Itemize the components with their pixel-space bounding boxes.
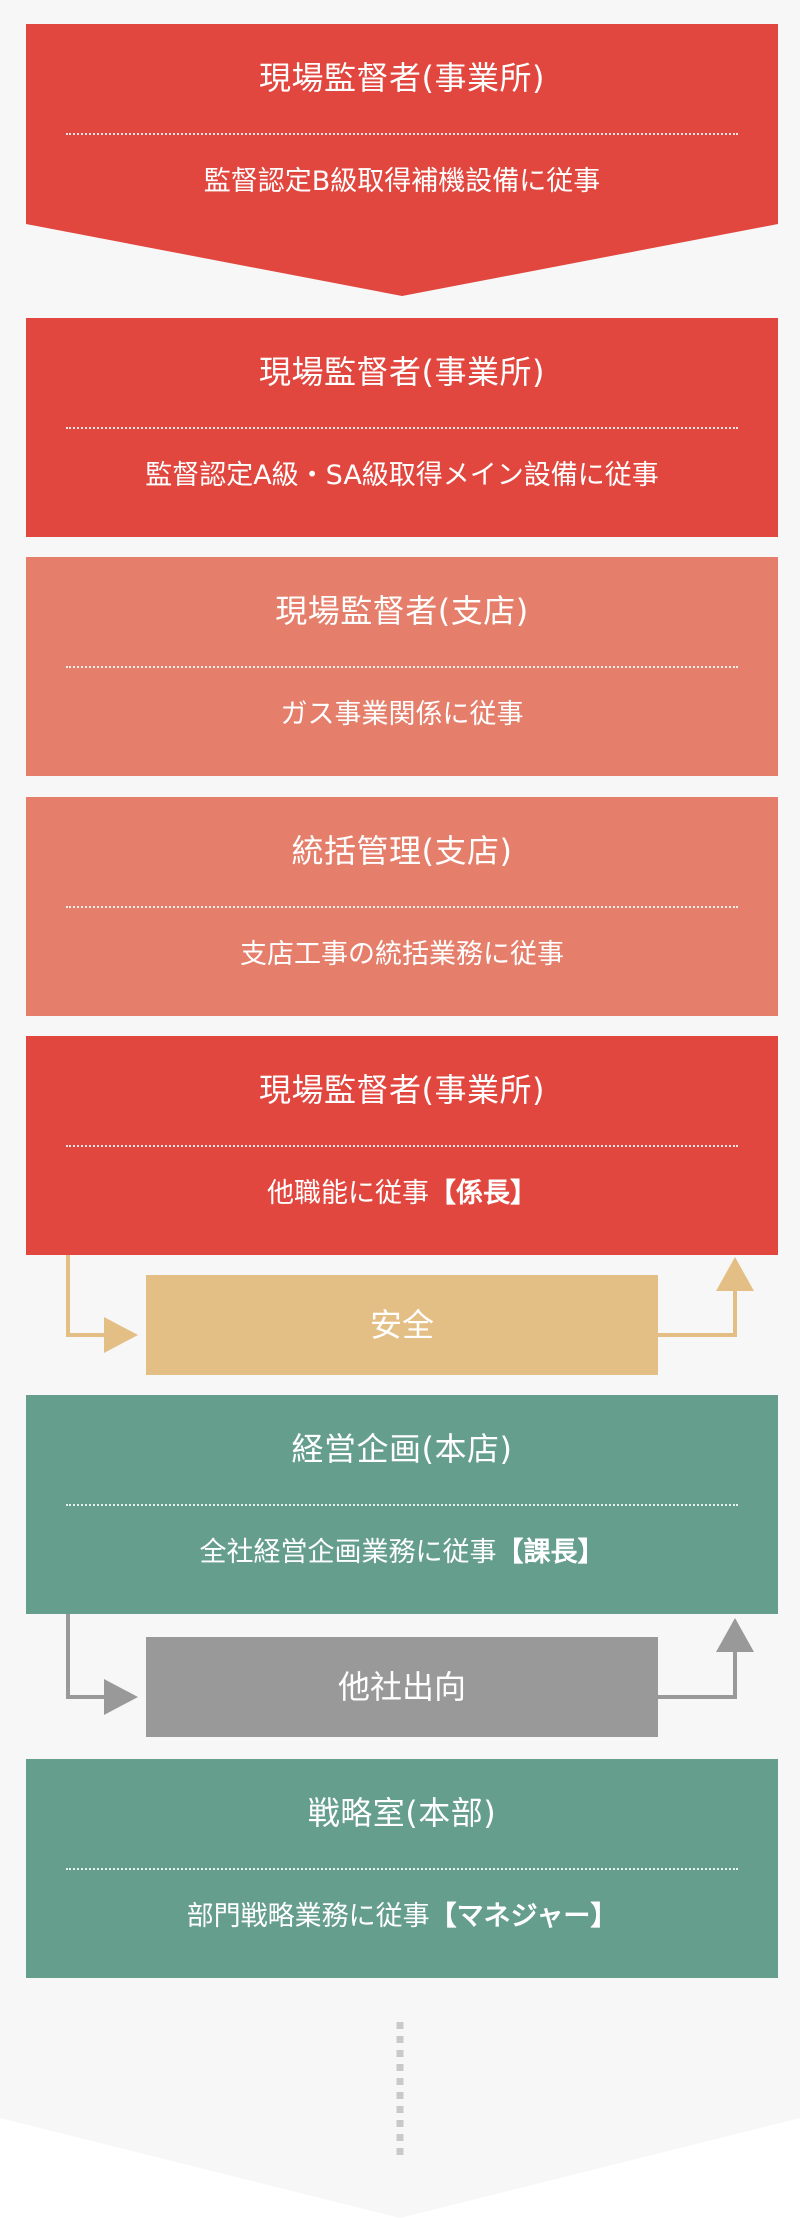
step-7-box: 戦略室(本部) 部門戦略業務に従事【マネジャー】 [26,1759,778,1978]
step-6-desc-text: 全社経営企画業務に従事 [199,1537,497,1568]
step-5-title: 現場監督者(事業所) [259,1071,545,1109]
step-5-desc-text: 他職能に従事 [267,1178,429,1209]
step-2-title: 現場監督者(事業所) [259,353,545,391]
step-5-position-badge: 【係長】 [429,1178,537,1209]
step-6-divider [66,1504,738,1506]
step-4-description: 支店工事の統括業務に従事 [26,933,778,977]
step-5-description: 他職能に従事【係長】 [26,1172,778,1216]
step-7-position-badge: 【マネジャー】 [429,1901,618,1932]
step-1-desc-text: 監督認定B級取得補機設備に従事 [203,166,601,197]
step-6-box: 経営企画(本店) 全社経営企画業務に従事【課長】 [26,1395,778,1614]
step-5-divider [66,1145,738,1147]
step-6-title: 経営企画(本店) [291,1430,513,1468]
step-3-divider [66,666,738,668]
branch-secondment-box: 他社出向 [146,1637,658,1737]
step-2-box: 現場監督者(事業所) 監督認定A級・SA級取得メイン設備に従事 [26,318,778,537]
step-3-desc-text: ガス事業関係に従事 [280,699,524,730]
step-1-chevron-shape [26,24,778,296]
step-7-desc-text: 部門戦略業務に従事 [186,1901,430,1932]
step-7-description: 部門戦略業務に従事【マネジャー】 [26,1895,778,1939]
step-7-title: 戦略室(本部) [307,1794,497,1832]
step-4-desc-text: 支店工事の統括業務に従事 [240,939,564,970]
step-4-divider [66,906,738,908]
step-6-description: 全社経営企画業務に従事【課長】 [26,1531,778,1575]
step-2-desc-text: 監督認定A級・SA級取得メイン設備に従事 [145,460,659,491]
branch-safety-box: 安全 [146,1275,658,1375]
step-2-divider [66,427,738,429]
step-1-box: 現場監督者(事業所) 監督認定B級取得補機設備に従事 [26,24,778,296]
step-3-description: ガス事業関係に従事 [26,693,778,737]
step-1-title: 現場監督者(事業所) [259,59,545,97]
step-2-description: 監督認定A級・SA級取得メイン設備に従事 [26,454,778,498]
step-6-position-badge: 【課長】 [496,1537,605,1568]
step-3-box: 現場監督者(支店) ガス事業関係に従事 [26,557,778,776]
step-1-divider [66,133,738,135]
step-7-divider [66,1868,738,1870]
step-3-title: 現場監督者(支店) [275,592,529,630]
step-4-title: 統括管理(支店) [291,832,513,870]
step-5-box: 現場監督者(事業所) 他職能に従事【係長】 [26,1036,778,1255]
step-4-box: 統括管理(支店) 支店工事の統括業務に従事 [26,797,778,1016]
step-1-description: 監督認定B級取得補機設備に従事 [26,160,778,204]
